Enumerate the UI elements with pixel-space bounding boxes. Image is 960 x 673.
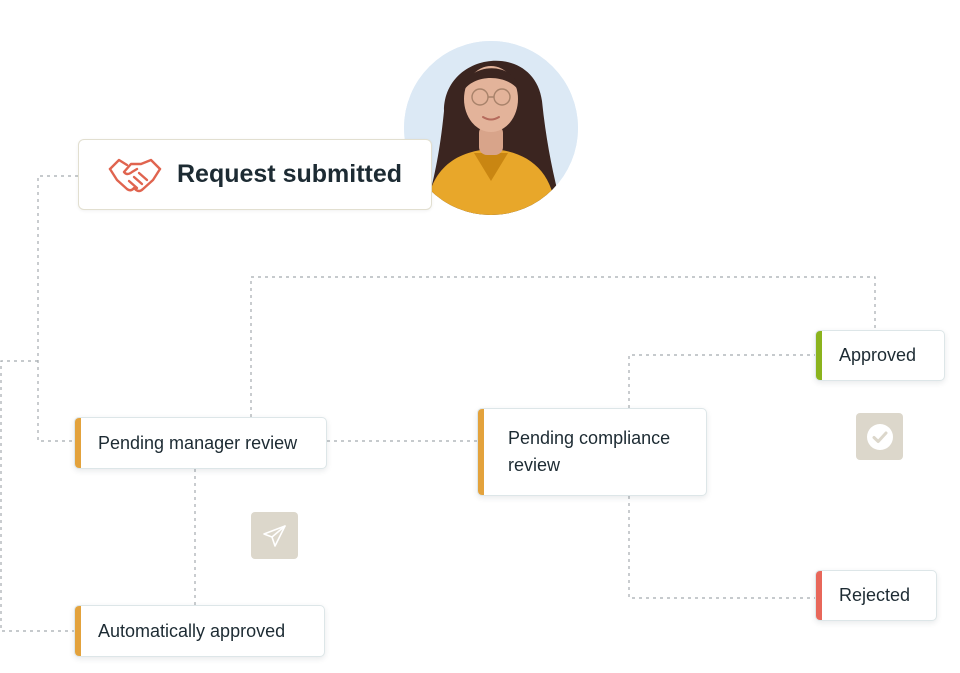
connector-compliance-to-approved (628, 354, 815, 408)
status-color-bar (478, 409, 484, 495)
requester-avatar (404, 41, 578, 215)
state-label: Pending compliance review (508, 428, 671, 475)
state-label: Pending manager review (98, 432, 298, 453)
request-submitted-label: Request submitted (177, 160, 403, 188)
connector-start-to-manager (37, 175, 78, 442)
state-label: Approved (839, 345, 917, 365)
state-rejected[interactable]: Rejected (815, 570, 937, 621)
status-color-bar (816, 571, 822, 620)
connector-left-loop (0, 360, 75, 632)
connector-compliance-to-rejected (628, 496, 815, 599)
status-color-bar (816, 331, 822, 380)
send-paper-plane-icon (251, 512, 298, 559)
request-submitted-node[interactable]: Request submitted (78, 139, 432, 210)
status-color-bar (75, 418, 81, 468)
status-color-bar (75, 606, 81, 656)
state-label: Automatically approved (98, 620, 286, 641)
state-approved[interactable]: Approved (815, 330, 945, 381)
connector-manager-to-approved (250, 276, 876, 417)
handshake-icon (107, 155, 163, 195)
check-circle-icon (856, 413, 903, 460)
state-automatically-approved[interactable]: Automatically approved (74, 605, 325, 657)
state-pending-compliance-review[interactable]: Pending compliance review (477, 408, 707, 496)
state-label: Rejected (839, 585, 911, 605)
state-pending-manager-review[interactable]: Pending manager review (74, 417, 327, 469)
